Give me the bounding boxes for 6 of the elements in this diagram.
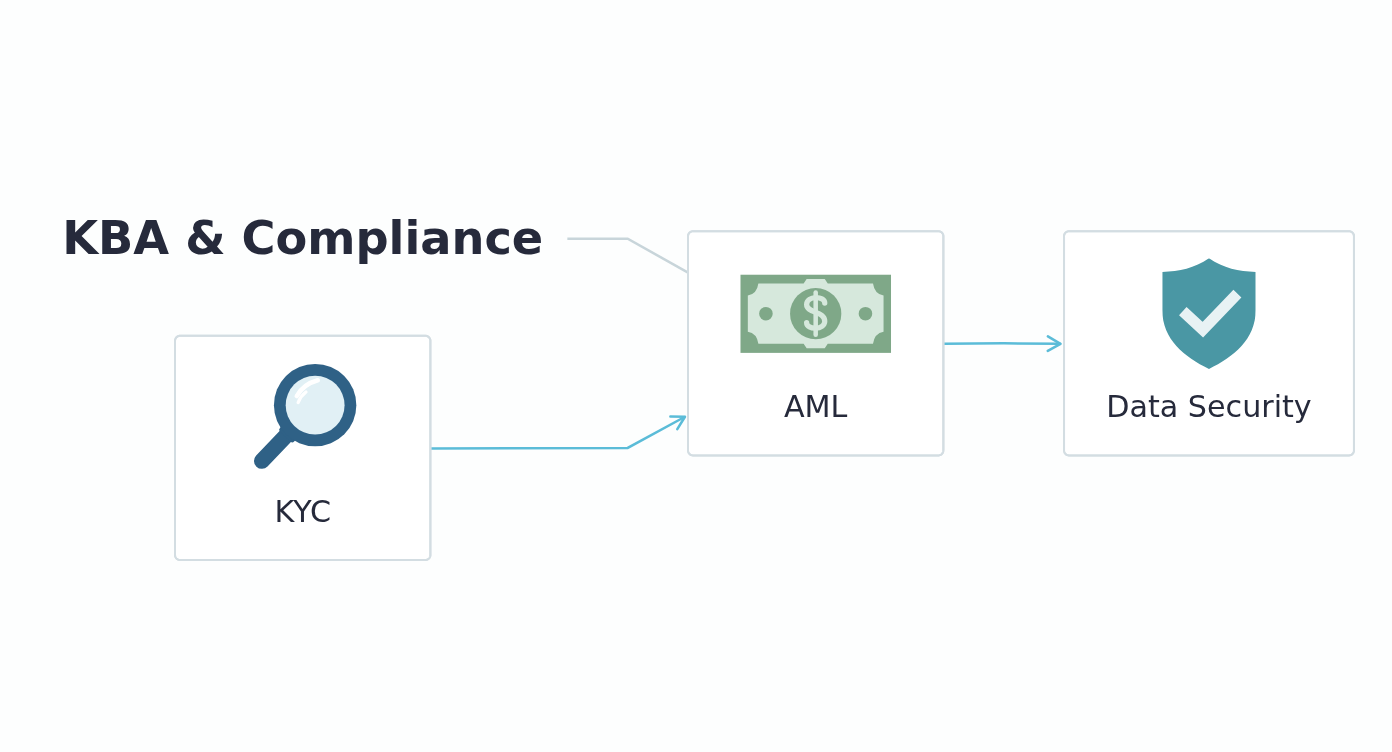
node-label: KYC — [273, 492, 332, 531]
node-label: AML — [782, 388, 849, 427]
heading-text: KBA & Compliance — [62, 210, 544, 268]
arrow — [943, 335, 1062, 353]
arrow — [430, 415, 687, 450]
node-label: Data Security — [1106, 388, 1312, 427]
